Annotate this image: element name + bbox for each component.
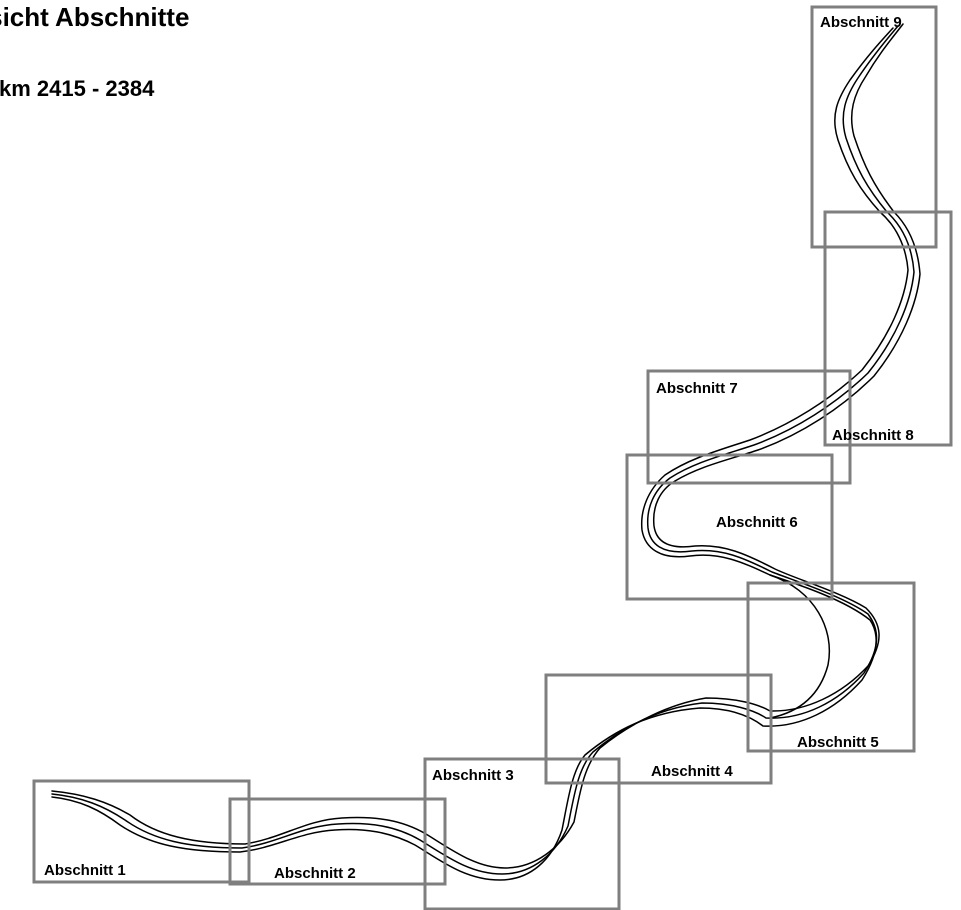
section-frame-4: [544, 673, 773, 785]
section-frames: Abschnitt 1 Abschnitt 2 Abschnitt 3 Absc…: [32, 5, 953, 910]
section-frame-2: [228, 797, 447, 886]
river-centerline: [51, 25, 915, 875]
section-label-5: Abschnitt 5: [797, 734, 879, 751]
section-label-9: Abschnitt 9: [820, 14, 902, 31]
river-side-arm: [769, 574, 831, 719]
section-frame-9: [810, 5, 938, 249]
map-subtitle: au-km 2415 - 2384: [0, 76, 155, 101]
section-frame-7: [646, 369, 852, 485]
section-label-4: Abschnitt 4: [651, 763, 733, 780]
map-title: rsicht Abschnitte: [0, 2, 190, 32]
river-left-bank: [51, 27, 909, 881]
section-frame-3: [423, 757, 621, 910]
section-label-7: Abschnitt 7: [656, 380, 738, 397]
river-right-bank: [51, 23, 921, 869]
river-outline: [51, 23, 921, 881]
section-frame-8: [823, 210, 953, 447]
section-label-8: Abschnitt 8: [832, 427, 914, 444]
section-label-2: Abschnitt 2: [274, 865, 356, 882]
section-label-6: Abschnitt 6: [716, 514, 798, 531]
section-label-3: Abschnitt 3: [432, 767, 514, 784]
section-label-1: Abschnitt 1: [44, 862, 126, 879]
section-frame-1: [32, 779, 251, 884]
section-frame-6: [625, 453, 834, 601]
